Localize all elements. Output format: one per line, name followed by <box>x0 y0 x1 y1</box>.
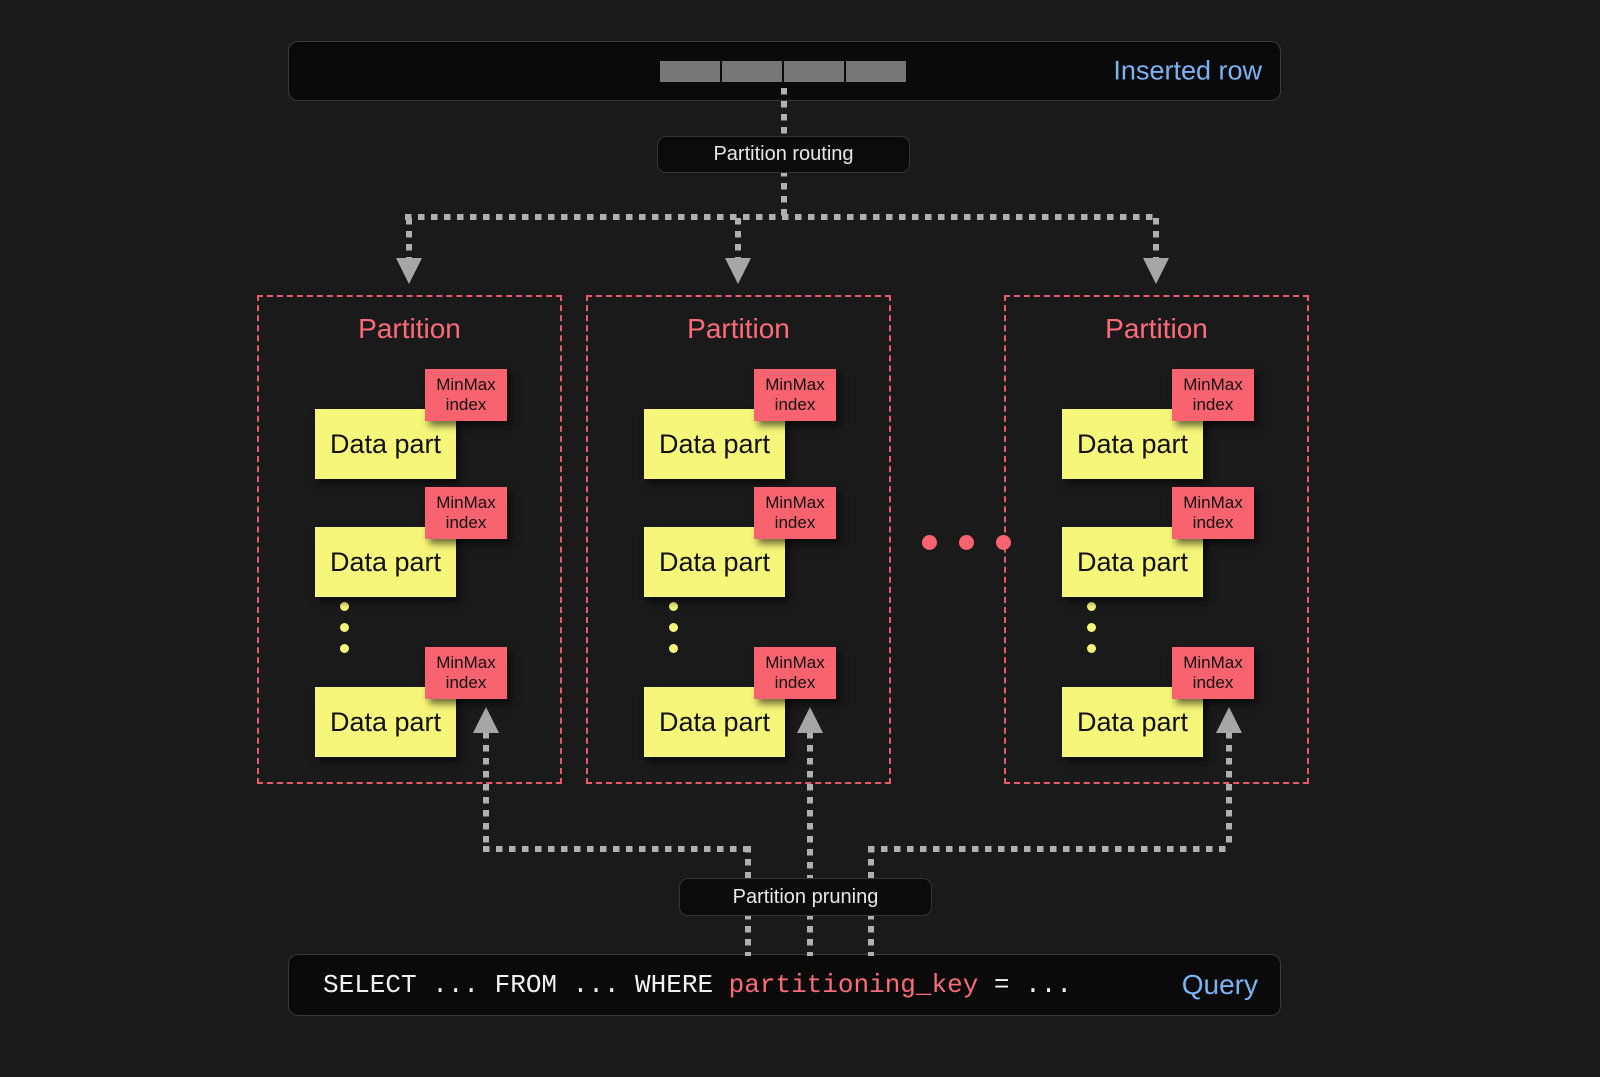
connector-pruning-left-down <box>745 846 751 882</box>
query-sql-text: SELECT ... FROM ... WHERE partitioning_k… <box>323 970 1072 1000</box>
partition-routing-label: Partition routing <box>657 136 910 173</box>
pruning-bus-right <box>868 846 1230 852</box>
ellipsis-dot <box>959 535 974 550</box>
connector-pruning-right-down <box>868 846 874 882</box>
partition-title: Partition <box>1105 313 1208 344</box>
inserted-row-bar: Inserted row <box>288 41 1281 101</box>
arrow-from-pruning-to-partition-1 <box>473 707 499 733</box>
ellipsis-dot <box>1087 602 1096 611</box>
connector-pruning-up-1 <box>483 732 489 849</box>
vertical-ellipsis <box>669 602 678 653</box>
pruning-bus-left <box>483 846 751 852</box>
ellipsis-dot <box>340 644 349 653</box>
connector-row-to-routing <box>781 88 787 140</box>
connector-pruning-up-3 <box>1226 732 1232 849</box>
partition-pruning-label: Partition pruning <box>679 878 932 916</box>
arrow-from-pruning-to-partition-3 <box>1216 707 1242 733</box>
connector-routing-to-bus <box>781 170 787 219</box>
connector-bus-to-partition-1 <box>406 218 412 260</box>
arrow-into-partition-3 <box>1143 258 1169 284</box>
query-label: Query <box>1181 969 1258 1000</box>
connector-pruning-to-query-3 <box>868 913 874 956</box>
partition-title: Partition <box>358 313 461 344</box>
ellipsis-dot <box>340 623 349 632</box>
data-part-box: Data part <box>644 527 785 597</box>
sql-prefix: SELECT ... FROM ... WHERE <box>323 970 729 1000</box>
sql-suffix: = ... <box>978 970 1072 1000</box>
ellipsis-dot <box>922 535 937 550</box>
arrow-from-pruning-to-partition-2 <box>797 707 823 733</box>
connector-pruning-to-query-2 <box>807 913 813 956</box>
data-part-box: Data part <box>1062 409 1203 479</box>
ellipsis-dot <box>669 623 678 632</box>
arrow-into-partition-2 <box>725 258 751 284</box>
connector-bus-to-partition-3 <box>1153 218 1159 260</box>
ellipsis-dot <box>1087 623 1096 632</box>
vertical-ellipsis <box>1087 602 1096 653</box>
row-cell <box>846 61 906 82</box>
inserted-row-label: Inserted row <box>1113 55 1262 86</box>
ellipsis-dot <box>1087 644 1096 653</box>
ellipsis-dot <box>996 535 1011 550</box>
ellipsis-dot <box>340 602 349 611</box>
routing-bus-line <box>405 214 1158 220</box>
arrow-into-partition-1 <box>396 258 422 284</box>
vertical-ellipsis <box>340 602 349 653</box>
connector-pruning-to-query-1 <box>745 913 751 956</box>
query-bar: SELECT ... FROM ... WHERE partitioning_k… <box>288 954 1281 1016</box>
row-cell <box>660 61 720 82</box>
connector-bus-to-partition-2 <box>735 218 741 260</box>
row-cell <box>784 61 844 82</box>
connector-pruning-up-2 <box>807 732 813 880</box>
sql-partitioning-key: partitioning_key <box>728 970 979 1000</box>
row-cell <box>722 61 782 82</box>
ellipsis-dot <box>669 602 678 611</box>
data-part-box: Data part <box>315 527 456 597</box>
partitions-ellipsis <box>922 535 1011 550</box>
partition-title: Partition <box>687 313 790 344</box>
inserted-row-cells <box>660 61 906 82</box>
ellipsis-dot <box>669 644 678 653</box>
data-part-box: Data part <box>1062 527 1203 597</box>
